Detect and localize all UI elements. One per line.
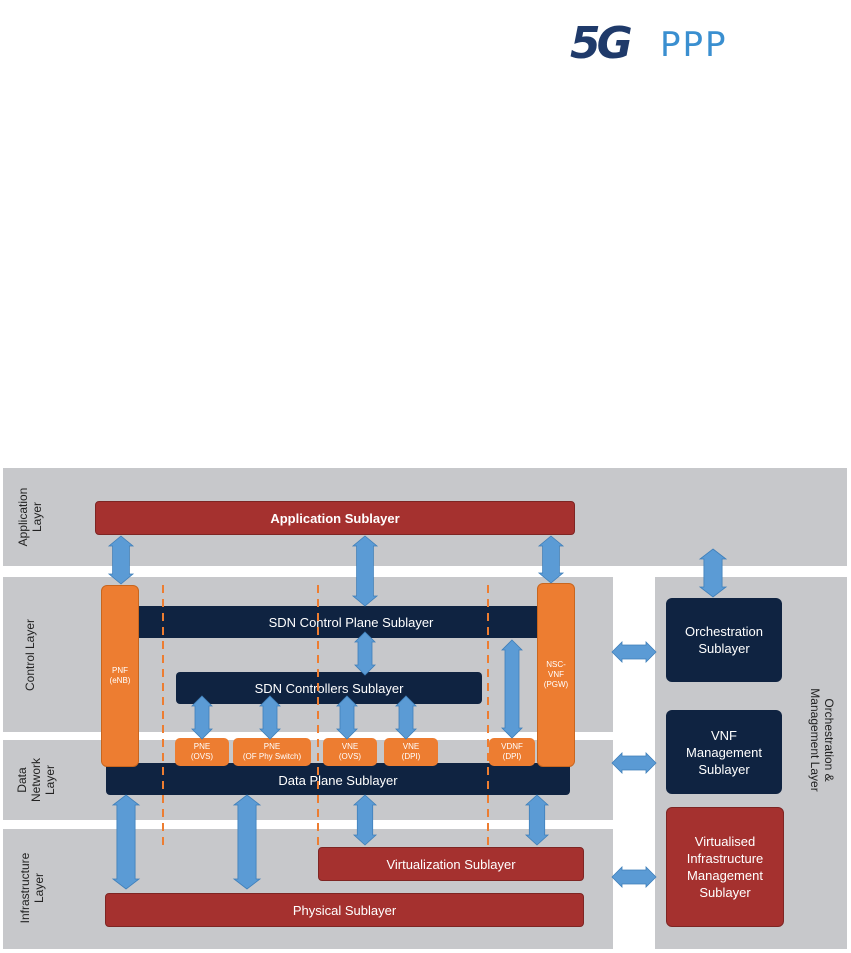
nsc-vnf-line1: NSC-: [546, 660, 566, 669]
nsc-vnf-line2: VNF: [548, 670, 564, 679]
arrow-cp-controllers: [354, 631, 376, 676]
virtualization-sublayer: Virtualization Sublayer: [318, 847, 584, 881]
nsc-vnf-line3: (PGW): [543, 680, 569, 689]
vne-dpi-subtitle: (DPI): [401, 752, 421, 761]
arrow-dp-virt-1: [352, 794, 378, 846]
vim-line3: Management: [687, 868, 763, 883]
vim-sublayer: Virtualised Infrastructure Management Su…: [666, 807, 784, 927]
vnf-management-sublayer: VNF Management Sublayer: [666, 710, 782, 794]
pnf-subtitle: (eNB): [109, 676, 131, 685]
vnf-mgmt-line3: Sublayer: [698, 761, 750, 777]
vne-dpi-title: VNE: [402, 742, 420, 751]
vdnf-dpi-title: VDNF: [501, 742, 523, 751]
vne-ovs: VNE (OVS): [323, 738, 377, 766]
pnf-enb: PNF (eNB): [101, 585, 139, 767]
arrow-ctrl-pne-of: [259, 695, 281, 740]
sdn-control-plane-sublayer: SDN Control Plane Sublayer: [135, 606, 567, 638]
nsc-vnf-pgw: NSC- VNF (PGW): [537, 583, 575, 767]
arrow-app-nsc: [537, 535, 565, 584]
arrow-orch-control: [611, 641, 657, 663]
vim-line2: Infrastructure: [686, 851, 764, 866]
arrow-orch-app: [698, 548, 728, 598]
orchestration-sublayer: Orchestration Sublayer: [666, 598, 782, 682]
vdnf-dpi: VDNF (DPI): [489, 738, 535, 766]
data-plane-sublayer: Data Plane Sublayer: [106, 763, 570, 795]
pne-ovs: PNE (OVS): [175, 738, 229, 766]
pnf-title: PNF: [112, 666, 128, 675]
pne-ovs-title: PNE: [193, 742, 211, 751]
pne-of-subtitle: (OF Phy Switch): [242, 752, 302, 761]
pne-ovs-subtitle: (OVS): [190, 752, 214, 761]
arrow-ctrl-vne-dpi: [395, 695, 417, 740]
orchestration-line2: Sublayer: [698, 641, 750, 656]
vne-ovs-title: VNE: [341, 742, 359, 751]
arrow-orch-data: [611, 752, 657, 774]
arrow-dp-phys-1: [111, 794, 141, 890]
vne-dpi: VNE (DPI): [384, 738, 438, 766]
logo-text: PPP: [660, 25, 728, 65]
vim-line1: Virtualised: [694, 834, 756, 849]
arrow-orch-infra: [611, 866, 657, 888]
arrow-dp-virt-2: [524, 794, 550, 846]
arrow-ctrl-vne-ovs: [336, 695, 358, 740]
physical-sublayer: Physical Sublayer: [105, 893, 584, 927]
vne-ovs-subtitle: (OVS): [338, 752, 362, 761]
arrow-dp-phys-2: [232, 794, 262, 890]
vdnf-dpi-subtitle: (DPI): [502, 752, 522, 761]
vnf-mgmt-line2: Management: [686, 744, 762, 760]
sdn-controllers-sublayer: SDN Controllers Sublayer: [176, 672, 482, 704]
vnf-mgmt-line1: VNF: [711, 727, 737, 743]
arrow-ctrl-pne-ovs: [191, 695, 213, 740]
pne-of-phy-switch: PNE (OF Phy Switch): [233, 738, 311, 766]
logo-5g-ppp: 5G PPP: [570, 20, 765, 68]
application-sublayer: Application Sublayer: [95, 501, 575, 535]
vim-line4: Sublayer: [699, 885, 751, 900]
pne-of-title: PNE: [263, 742, 281, 751]
arrow-app-pnf: [107, 535, 135, 585]
logo-mark: 5G: [570, 18, 633, 69]
arrow-app-sdn: [351, 535, 379, 607]
arrow-nsc-vdnf: [501, 639, 523, 739]
orchestration-line1: Orchestration: [684, 624, 764, 639]
